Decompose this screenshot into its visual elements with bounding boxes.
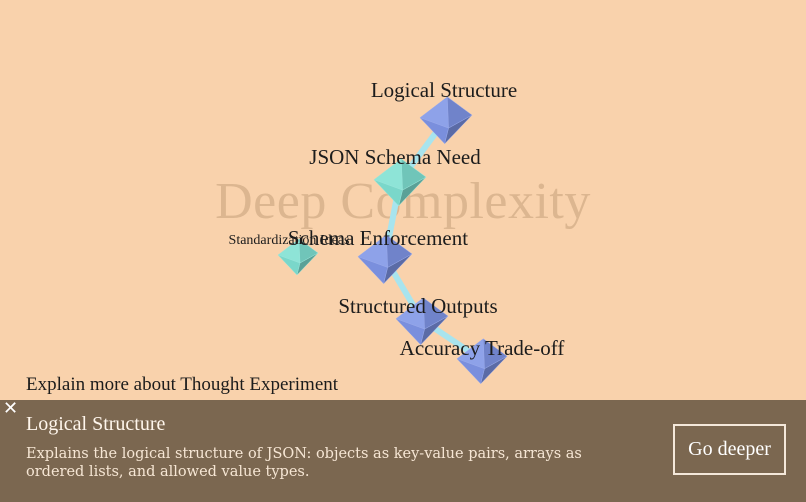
node-octahedron-standardization[interactable] xyxy=(277,238,319,276)
node-face-logical-3 xyxy=(444,114,473,145)
close-icon[interactable]: ✕ xyxy=(3,398,19,419)
explain-more-prompt[interactable]: Explain more about Thought Experiment xyxy=(26,374,339,395)
node-octahedron-structured[interactable] xyxy=(395,297,449,346)
go-deeper-button[interactable]: Go deeper xyxy=(673,424,786,475)
node-face-accuracy-3 xyxy=(480,356,508,385)
scene-viewport[interactable]: Deep Complexity Logical Structure JSON S… xyxy=(0,0,806,400)
node-label-logical-structure[interactable]: Logical Structure xyxy=(370,78,518,102)
node-label-structured-outputs[interactable]: Structured Outputs xyxy=(338,294,498,318)
graph-canvas[interactable] xyxy=(0,0,806,400)
node-label-standardization-ideas[interactable]: Standardization Ideas xyxy=(228,233,350,248)
node-face-standardization-3 xyxy=(296,252,319,276)
node-face-structured-3 xyxy=(420,315,449,346)
graph-nodes xyxy=(277,96,508,385)
panel-title: Logical Structure xyxy=(26,413,166,435)
node-octahedron-json_schema[interactable] xyxy=(373,158,427,207)
detail-panel: ✕ Logical Structure Explains the logical… xyxy=(0,400,806,502)
node-octahedron-accuracy[interactable] xyxy=(456,338,508,385)
panel-description: Explains the logical structure of JSON: … xyxy=(26,446,582,480)
node-label-accuracy-trade-off[interactable]: Accuracy Trade-off xyxy=(399,336,565,360)
node-face-json_schema-3 xyxy=(398,176,427,207)
node-label-json-schema-need[interactable]: JSON Schema Need xyxy=(309,145,481,169)
node-octahedron-logical[interactable] xyxy=(419,96,473,145)
node-label-schema-enforcement[interactable]: Schema Enforcement xyxy=(287,226,469,250)
node-face-schema_enf-3 xyxy=(383,253,413,285)
node-octahedron-schema_enf[interactable] xyxy=(357,234,413,285)
